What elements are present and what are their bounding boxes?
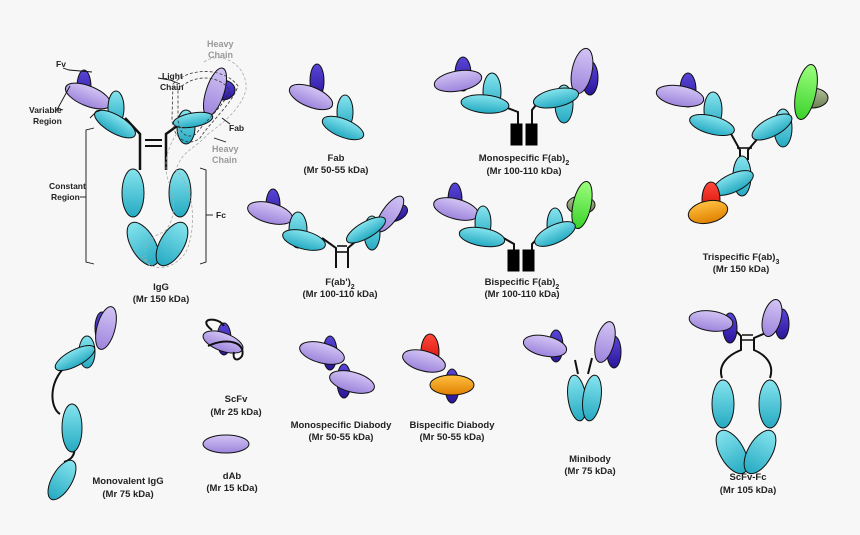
label-heavy-chain-top-2: Chain bbox=[208, 50, 233, 60]
mono-igg-structure bbox=[47, 306, 117, 501]
caption-fab-name: Fab bbox=[328, 153, 345, 164]
caption-bi-diabody-name: Bispecific Diabody bbox=[410, 420, 496, 431]
fab-prime2-structure bbox=[247, 188, 409, 268]
caption-bi-fab2-name: Bispecific F(ab)2 bbox=[485, 277, 560, 291]
caption-mono-fab2-name: Monospecific F(ab)2 bbox=[479, 153, 570, 167]
igg-ch2-left bbox=[121, 168, 145, 218]
caption-scfv-fc-mass: (Mr 105 kDa) bbox=[720, 485, 777, 496]
caption-dab-name: dAb bbox=[223, 471, 242, 482]
caption-tri-fab3-name: Trispecific F(ab)3 bbox=[703, 252, 780, 266]
scfv-structure bbox=[202, 318, 244, 361]
fab-structure bbox=[288, 63, 365, 141]
label-fv: Fv bbox=[56, 59, 66, 69]
tri-fab3-structure bbox=[655, 64, 829, 225]
caption-scfv-fc-name: ScFv-Fc bbox=[730, 472, 767, 483]
caption-fab-mass: (Mr 50-55 kDa) bbox=[304, 165, 369, 176]
caption-minibody-name: Minibody bbox=[569, 454, 611, 465]
caption-mono-igg-name: Monovalent IgG bbox=[92, 476, 163, 487]
label-heavy-chain-mid-1: Heavy bbox=[212, 144, 239, 154]
label-variable-region-2: Region bbox=[33, 116, 62, 126]
igg-ch2-right bbox=[168, 168, 192, 218]
label-heavy-chain-top-1: Heavy bbox=[207, 39, 234, 49]
caption-scfv-mass: (Mr 25 kDa) bbox=[210, 407, 261, 418]
scfv-fc-structure bbox=[688, 299, 790, 475]
label-constant-region-2: Region bbox=[51, 192, 80, 202]
caption-minibody-mass: (Mr 75 kDa) bbox=[564, 466, 615, 477]
format-captions: IgG (Mr 150 kDa) Fab (Mr 50-55 kDa) Mono… bbox=[92, 153, 779, 500]
caption-fab-prime2-mass: (Mr 100-110 kDa) bbox=[303, 289, 378, 300]
dab-structure bbox=[202, 434, 250, 454]
label-fc: Fc bbox=[216, 210, 226, 220]
label-heavy-chain-mid-2: Chain bbox=[212, 155, 237, 165]
caption-fab-prime2-name: F(ab')2 bbox=[325, 277, 354, 291]
caption-mono-diabody-mass: (Mr 50-55 kDa) bbox=[309, 432, 374, 443]
caption-bi-diabody-mass: (Mr 50-55 kDa) bbox=[420, 432, 485, 443]
label-variable-region-1: Variable bbox=[29, 105, 62, 115]
caption-scfv-name: ScFv bbox=[225, 394, 248, 405]
igg-cl-right bbox=[172, 111, 214, 129]
mono-diabody-structure bbox=[299, 335, 375, 399]
caption-mono-igg-mass: (Mr 75 kDa) bbox=[102, 489, 153, 500]
igg-structure bbox=[54, 57, 247, 268]
bi-fab2-structure bbox=[433, 180, 596, 272]
label-light-chain-1: Light bbox=[162, 71, 183, 81]
caption-igg-name: IgG bbox=[153, 282, 169, 293]
igg-annotations: Fv Variable Region Constant Region Light… bbox=[29, 39, 244, 220]
bi-diabody-structure bbox=[402, 333, 475, 404]
caption-mono-fab2-mass: (Mr 100-110 kDa) bbox=[487, 166, 562, 177]
label-light-chain-2: Chain bbox=[160, 82, 184, 92]
minibody-structure bbox=[522, 321, 622, 422]
igg-ch3-right bbox=[155, 221, 189, 267]
caption-bi-fab2-mass: (Mr 100-110 kDa) bbox=[485, 289, 560, 300]
caption-igg-mass: (Mr 150 kDa) bbox=[133, 294, 190, 305]
label-fab: Fab bbox=[229, 123, 244, 133]
label-constant-region-1: Constant bbox=[49, 181, 86, 191]
caption-tri-fab3-mass: (Mr 150 kDa) bbox=[713, 264, 770, 275]
caption-dab-mass: (Mr 15 kDa) bbox=[206, 483, 257, 494]
mono-fab2-structure bbox=[433, 47, 599, 146]
caption-mono-diabody-name: Monospecific Diabody bbox=[291, 420, 393, 431]
